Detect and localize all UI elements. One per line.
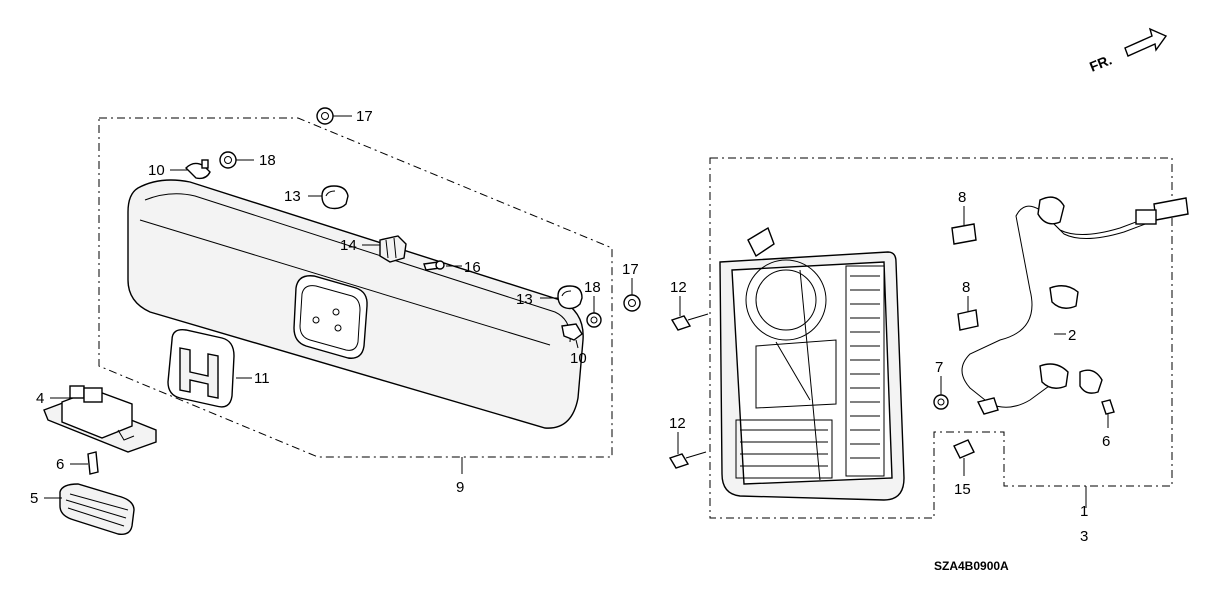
clip-8-lower bbox=[957, 309, 979, 331]
clip-14 bbox=[379, 235, 407, 263]
callout-17b: 17 bbox=[622, 261, 639, 278]
callout-18b: 18 bbox=[584, 279, 601, 296]
callout-18a: 18 bbox=[259, 152, 276, 169]
callout-labels: 1 2 3 4 5 6 6 7 8 8 9 10 10 11 12 12 13 … bbox=[30, 108, 1110, 545]
callout-11: 11 bbox=[254, 370, 270, 387]
callout-10a: 10 bbox=[148, 162, 165, 179]
callout-9: 9 bbox=[456, 479, 464, 496]
callout-17a: 17 bbox=[356, 108, 373, 125]
screw-12-upper bbox=[670, 313, 709, 331]
clip-13-right bbox=[557, 285, 583, 310]
nut-18-upper bbox=[219, 151, 237, 169]
callout-13b: 13 bbox=[516, 291, 533, 308]
clip-10-right bbox=[561, 323, 583, 341]
callout-7: 7 bbox=[935, 359, 943, 376]
callout-3: 3 bbox=[1080, 528, 1088, 545]
callout-8b: 8 bbox=[962, 279, 970, 296]
clip-13-upper bbox=[321, 185, 349, 210]
clip-10-upper bbox=[185, 159, 211, 180]
nut-6-right bbox=[1101, 399, 1115, 415]
tail-lamp bbox=[719, 226, 905, 501]
callout-4: 4 bbox=[36, 390, 44, 407]
h-emblem bbox=[167, 329, 235, 408]
nut-17-upper bbox=[316, 107, 334, 125]
callout-16: 16 bbox=[464, 259, 481, 276]
socket-wire-harness bbox=[961, 196, 1189, 415]
callout-15: 15 bbox=[954, 481, 971, 498]
screw-16 bbox=[423, 260, 445, 271]
callout-8a: 8 bbox=[958, 189, 966, 206]
taillight-assembly-boundary bbox=[709, 157, 1173, 519]
callout-1: 1 bbox=[1080, 503, 1088, 520]
callout-13a: 13 bbox=[284, 188, 301, 205]
nut-6-left bbox=[87, 451, 99, 475]
leader-10b bbox=[575, 339, 579, 349]
callout-14: 14 bbox=[340, 237, 357, 254]
garnish-assembly-boundary bbox=[98, 117, 613, 458]
license-light-lens bbox=[59, 483, 135, 536]
callout-6a: 6 bbox=[56, 456, 64, 473]
license-light-housing bbox=[43, 385, 157, 453]
callout-12a: 12 bbox=[670, 279, 687, 296]
nut-18-right bbox=[586, 312, 602, 328]
callout-6b: 6 bbox=[1102, 433, 1110, 450]
diagram-code: SZA4B0900A bbox=[934, 559, 1009, 573]
callout-10b: 10 bbox=[570, 350, 587, 367]
clip-8-upper bbox=[951, 223, 977, 245]
front-direction-label: FR. bbox=[1087, 51, 1114, 74]
clip-15 bbox=[953, 439, 975, 459]
screw-12-lower bbox=[668, 451, 707, 469]
front-direction-arrow: FR. bbox=[1087, 27, 1168, 75]
callout-5: 5 bbox=[30, 490, 38, 507]
nut-17-right bbox=[623, 294, 641, 312]
callout-2: 2 bbox=[1068, 327, 1076, 344]
nut-7 bbox=[933, 394, 949, 410]
callout-12b: 12 bbox=[669, 415, 686, 432]
